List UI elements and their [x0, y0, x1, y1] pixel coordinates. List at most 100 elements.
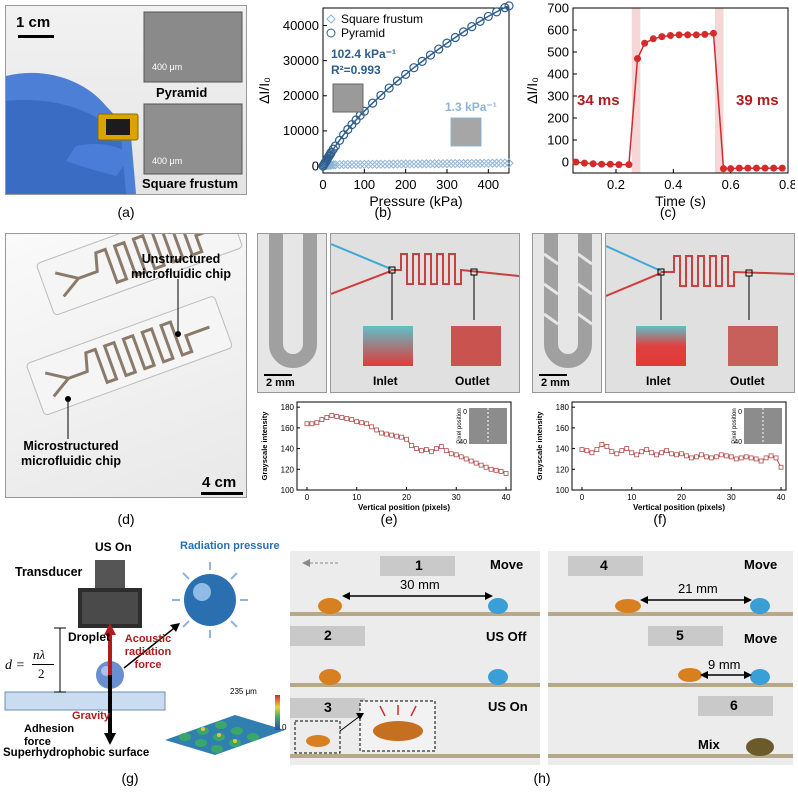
response-point	[658, 33, 666, 41]
intensity-point	[419, 448, 424, 454]
response-point	[761, 164, 769, 172]
intensity-point	[703, 454, 709, 460]
panel-f-scale-bar	[539, 374, 567, 376]
panel-g: US On Transducer Radiation pressure Drop…	[0, 535, 290, 765]
radiation-pressure-label: Radiation pressure	[180, 540, 280, 552]
legend-frustum-marker	[326, 14, 336, 24]
microstructured-label: Microstructured microfluidic chip	[20, 439, 121, 468]
pyramid-point	[458, 27, 469, 37]
response-point	[615, 161, 623, 169]
frustum-point	[475, 158, 485, 169]
x-tick-label: 200	[395, 177, 417, 192]
panel-f-chip-photo: Inlet Outlet	[605, 233, 795, 393]
frustum-point	[429, 159, 440, 169]
intensity-point	[619, 448, 625, 454]
panel-e-chip-photo: Inlet Outlet	[330, 233, 520, 393]
panel-a-scale-bar	[18, 35, 54, 38]
intensity-point	[369, 424, 375, 430]
frustum-point	[483, 158, 494, 169]
frustum-point	[388, 159, 398, 169]
intensity-point	[584, 448, 590, 454]
frustum-point	[363, 159, 374, 170]
y-tick-label: 180	[281, 403, 295, 412]
x-tick-label: 0	[305, 493, 310, 502]
y-tick-label: 400	[547, 66, 569, 81]
pyramid-point	[475, 16, 485, 26]
x-tick-label: 10	[352, 493, 361, 502]
equation-fraction-bar	[32, 664, 54, 665]
frustum-point	[372, 159, 382, 169]
y-axis-label: ΔI/I₀	[525, 77, 540, 104]
acoustic-force-label: Acoustic radiation force	[124, 633, 172, 671]
x-tick-label: 0.2	[607, 177, 625, 192]
frustum-point	[359, 159, 370, 170]
intensity-point	[329, 413, 335, 418]
intensity-point	[589, 450, 595, 456]
x-axis-label: Vertical position (pixels)	[358, 503, 450, 512]
intensity-point	[463, 456, 469, 462]
frustum-point	[450, 158, 460, 169]
intensity-point	[768, 453, 774, 459]
y-tick-label: 160	[281, 424, 295, 433]
x-tick-label: 0	[580, 493, 585, 502]
panel-h-left: 1 Move 30 mm 2 US Off 3 US On	[290, 551, 540, 765]
intensity-point	[599, 442, 605, 447]
frame-3-number: 3	[324, 699, 332, 715]
response-point	[684, 31, 692, 39]
frustum-point	[487, 158, 498, 168]
intensity-point	[349, 417, 355, 423]
frustum-point	[496, 158, 506, 168]
intensity-point	[478, 462, 484, 468]
frustum-point	[442, 158, 452, 169]
frustum-point	[384, 159, 394, 169]
intensity-point	[309, 421, 315, 427]
intensity-point	[498, 468, 504, 474]
intensity-point	[304, 421, 310, 427]
frame-5-distance: 9 mm	[708, 657, 741, 672]
intensity-point	[763, 455, 769, 461]
x-tick-label: 40	[502, 493, 511, 502]
intensity-point	[674, 452, 679, 458]
intensity-point	[778, 464, 784, 470]
panel-e-outlet-label: Outlet	[455, 374, 490, 388]
r-squared: R²=0.993	[331, 63, 381, 77]
response-point	[720, 165, 727, 173]
intensity-point	[708, 455, 714, 461]
sem-scale-bottom: 400 μm	[152, 156, 183, 166]
panel-a-scale-label: 1 cm	[16, 14, 51, 31]
frustum-point	[334, 159, 345, 170]
y-tick-label: 20000	[283, 88, 319, 103]
y-tick-label: 140	[556, 445, 570, 454]
y-tick-label: 500	[547, 44, 569, 59]
intensity-point	[614, 451, 620, 457]
panel-f-scale-label: 2 mm	[541, 377, 570, 389]
pyramid-inset-image	[332, 83, 364, 113]
equation-numerator: nλ	[33, 647, 46, 662]
intensity-point	[694, 454, 699, 460]
y-tick-label: 180	[556, 403, 570, 412]
response-point	[589, 160, 597, 168]
caption-b: (b)	[374, 204, 392, 220]
intensity-point	[748, 455, 754, 461]
plot-frame	[572, 7, 789, 174]
panel-d-scale-label: 4 cm	[202, 474, 237, 491]
pyramid-point	[483, 11, 493, 22]
response-point	[727, 165, 735, 173]
frustum-point	[409, 159, 419, 169]
response-point	[752, 164, 760, 172]
y-tick-label: 100	[556, 486, 570, 495]
legend-pyramid-label: Pyramid	[341, 26, 385, 40]
droplet-label: Droplet	[68, 630, 110, 644]
intensity-point	[443, 448, 449, 454]
intensity-point	[664, 448, 669, 454]
frustum-point	[417, 159, 427, 169]
frustum-point	[454, 158, 465, 169]
pyramid-point	[425, 50, 436, 60]
x-tick-label: 20	[402, 493, 411, 502]
frustum-point	[471, 158, 481, 169]
intensity-point	[414, 446, 419, 451]
intensity-point	[669, 451, 674, 457]
pyramid-point	[367, 98, 378, 108]
legend-pyramid-marker	[326, 28, 336, 38]
